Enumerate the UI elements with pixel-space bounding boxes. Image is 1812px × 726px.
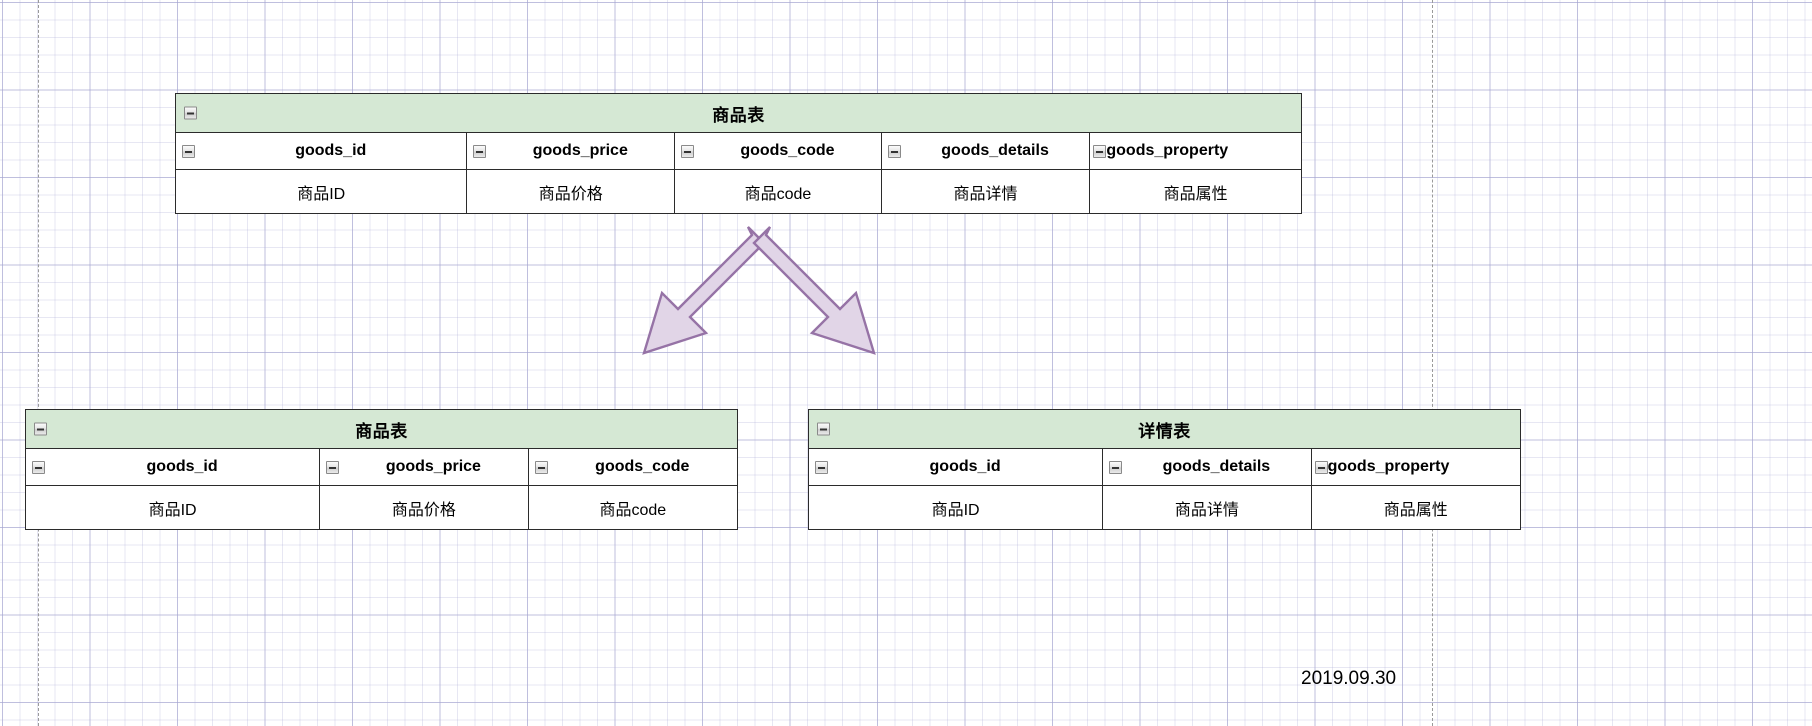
date-caption: 2019.09.30 <box>1301 668 1397 689</box>
column-header-goods-details[interactable]: goods_details <box>882 133 1091 169</box>
entity-table-details[interactable]: 详情表 goods_id goods_details goods_propert… <box>808 409 1521 530</box>
column-header-goods-id[interactable]: goods_id <box>176 133 468 169</box>
entity-value-row-details: 商品ID 商品详情 商品属性 <box>809 486 1520 529</box>
entity-value-row-goods: 商品ID 商品价格 商品code <box>26 486 737 529</box>
entity-title-source: 商品表 <box>712 105 765 125</box>
entity-column-header-row-goods: goods_id goods_price goods_code <box>26 449 737 486</box>
arrow-to-details-table <box>752 226 876 355</box>
column-header-goods-code[interactable]: goods_code <box>529 449 737 485</box>
column-header-goods-id[interactable]: goods_id <box>809 449 1104 485</box>
entity-table-source[interactable]: 商品表 goods_id goods_price goods_code good… <box>175 93 1302 214</box>
entity-value-row-source: 商品ID 商品价格 商品code 商品详情 商品属性 <box>176 170 1301 213</box>
collapse-minus-icon[interactable] <box>815 460 828 474</box>
collapse-minus-icon[interactable] <box>817 422 830 436</box>
split-arrows <box>642 226 876 355</box>
collapse-minus-icon[interactable] <box>681 144 695 158</box>
page-boundary-guide-left <box>38 0 39 726</box>
column-name-label: goods_code <box>595 458 690 475</box>
entity-title-row-source[interactable]: 商品表 <box>176 94 1301 133</box>
column-header-goods-details[interactable]: goods_details <box>1103 449 1312 485</box>
column-value-goods-details: 商品详情 <box>1103 486 1312 529</box>
entity-table-goods[interactable]: 商品表 goods_id goods_price goods_code 商品ID… <box>25 409 738 530</box>
column-name-label: goods_price <box>532 142 628 159</box>
page-boundary-guide-right <box>1432 0 1433 726</box>
collapse-minus-icon[interactable] <box>32 460 45 474</box>
column-name-label: goods_details <box>1162 458 1271 475</box>
entity-title-details: 详情表 <box>1138 421 1191 441</box>
column-header-goods-price[interactable]: goods_price <box>467 133 676 169</box>
entity-column-header-row-source: goods_id goods_price goods_code goods_de… <box>176 133 1301 170</box>
collapse-minus-icon[interactable] <box>473 144 487 158</box>
column-value-goods-id: 商品ID <box>26 486 321 529</box>
column-header-goods-id[interactable]: goods_id <box>26 449 321 485</box>
column-value-goods-price: 商品价格 <box>320 486 529 529</box>
collapse-minus-icon[interactable] <box>182 144 195 158</box>
entity-column-header-row-details: goods_id goods_details goods_property <box>809 449 1520 486</box>
column-name-label: goods_id <box>146 458 218 475</box>
collapse-minus-icon[interactable] <box>184 106 197 120</box>
column-value-goods-id: 商品ID <box>809 486 1104 529</box>
column-name-label: goods_id <box>929 458 1001 475</box>
collapse-minus-icon[interactable] <box>326 460 340 474</box>
column-header-goods-price[interactable]: goods_price <box>320 449 529 485</box>
column-value-goods-price: 商品价格 <box>467 170 676 213</box>
column-value-goods-code: 商品code <box>599 501 667 519</box>
collapse-minus-icon[interactable] <box>34 422 47 436</box>
entity-title-goods: 商品表 <box>355 421 408 441</box>
column-header-goods-property[interactable]: goods_property <box>1312 449 1520 485</box>
column-value-goods-property: 商品属性 <box>1383 501 1448 519</box>
collapse-minus-icon[interactable] <box>1109 460 1123 474</box>
column-header-goods-property[interactable]: goods_property <box>1090 133 1301 169</box>
entity-title-row-goods[interactable]: 商品表 <box>26 410 737 449</box>
column-name-label: goods_details <box>941 142 1049 159</box>
column-value-goods-details: 商品详情 <box>882 170 1091 213</box>
collapse-minus-icon[interactable] <box>534 460 548 474</box>
column-name-label: goods_code <box>740 142 835 159</box>
column-name-label: goods_property <box>1106 142 1229 159</box>
entity-title-row-details[interactable]: 详情表 <box>809 410 1520 449</box>
column-header-goods-code[interactable]: goods_code <box>675 133 882 169</box>
arrow-to-goods-table <box>642 226 766 355</box>
collapse-minus-icon[interactable] <box>887 144 901 158</box>
column-value-goods-property: 商品属性 <box>1163 185 1228 203</box>
column-value-goods-code: 商品code <box>675 170 882 213</box>
collapse-minus-icon[interactable] <box>1314 460 1328 474</box>
collapse-minus-icon[interactable] <box>1093 144 1107 158</box>
column-name-label: goods_id <box>295 142 367 159</box>
column-value-goods-id: 商品ID <box>176 170 468 213</box>
column-name-label: goods_property <box>1327 458 1450 475</box>
column-name-label: goods_price <box>385 458 481 475</box>
